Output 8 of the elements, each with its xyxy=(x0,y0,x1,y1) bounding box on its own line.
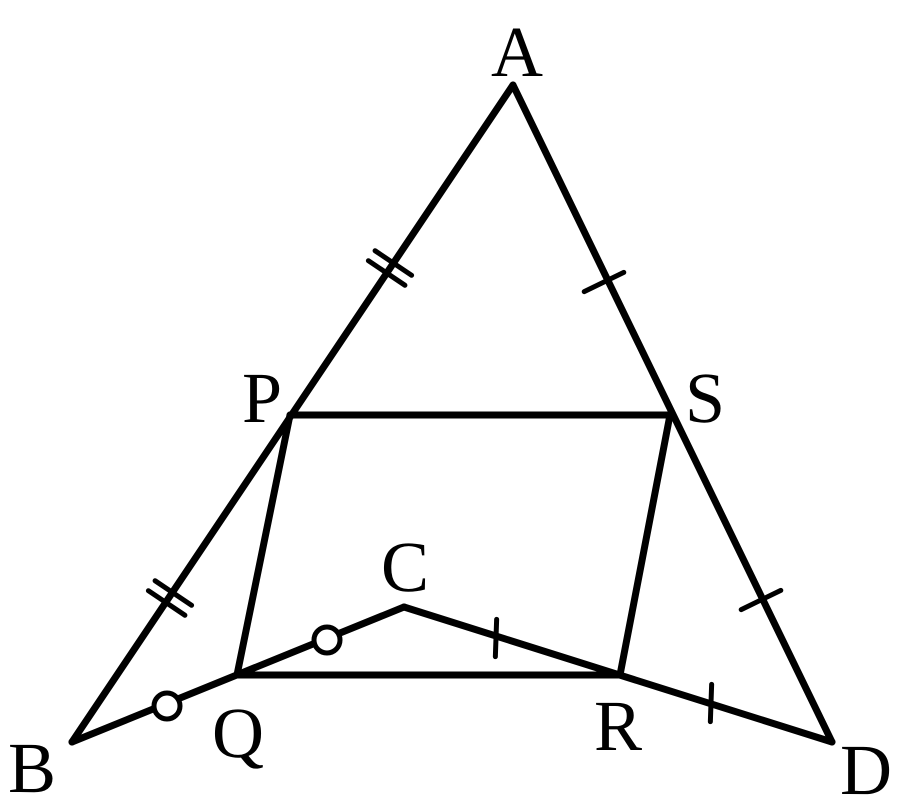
point-label: B xyxy=(8,732,56,804)
point-label: R xyxy=(594,690,642,762)
point-label: Q xyxy=(212,697,264,769)
point-label: C xyxy=(380,531,430,603)
point-label: D xyxy=(840,734,892,806)
point-label: P xyxy=(242,362,282,434)
point-label: A xyxy=(491,16,543,88)
point-label: S xyxy=(684,362,726,434)
